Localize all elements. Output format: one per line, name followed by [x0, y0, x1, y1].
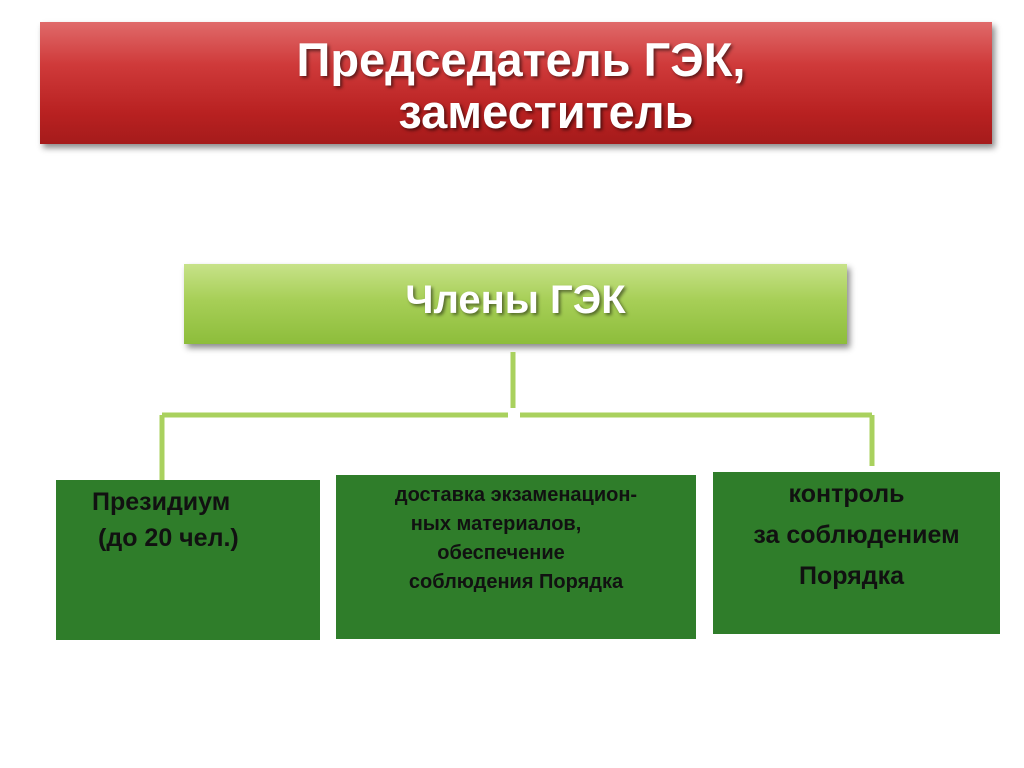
control-line3: Порядка	[798, 562, 905, 590]
members-box: Члены ГЭК	[184, 264, 847, 344]
chairman-box: Председатель ГЭК, заместитель	[40, 22, 992, 144]
delivery-box: доставка экзаменацион- ных материалов, о…	[336, 475, 696, 639]
presidium-line2: (до 20 чел.)	[98, 524, 239, 552]
delivery-line2: ных материалов,	[410, 513, 582, 535]
delivery-line1: доставка экзаменацион-	[394, 484, 638, 506]
control-box: контроль за соблюдением Порядка	[713, 472, 1000, 634]
chairman-title-line2: заместитель	[398, 85, 694, 138]
chairman-title-line1: Председатель ГЭК,	[296, 33, 746, 86]
control-line1: контроль	[788, 480, 905, 508]
delivery-line4: соблюдения Порядка	[408, 571, 624, 593]
presidium-line1: Президиум	[92, 488, 231, 516]
presidium-box: Президиум (до 20 чел.)	[56, 480, 320, 640]
members-label: Члены ГЭК	[405, 278, 626, 322]
control-line2: за соблюдением	[753, 521, 960, 549]
delivery-line3: обеспечение	[437, 542, 565, 564]
